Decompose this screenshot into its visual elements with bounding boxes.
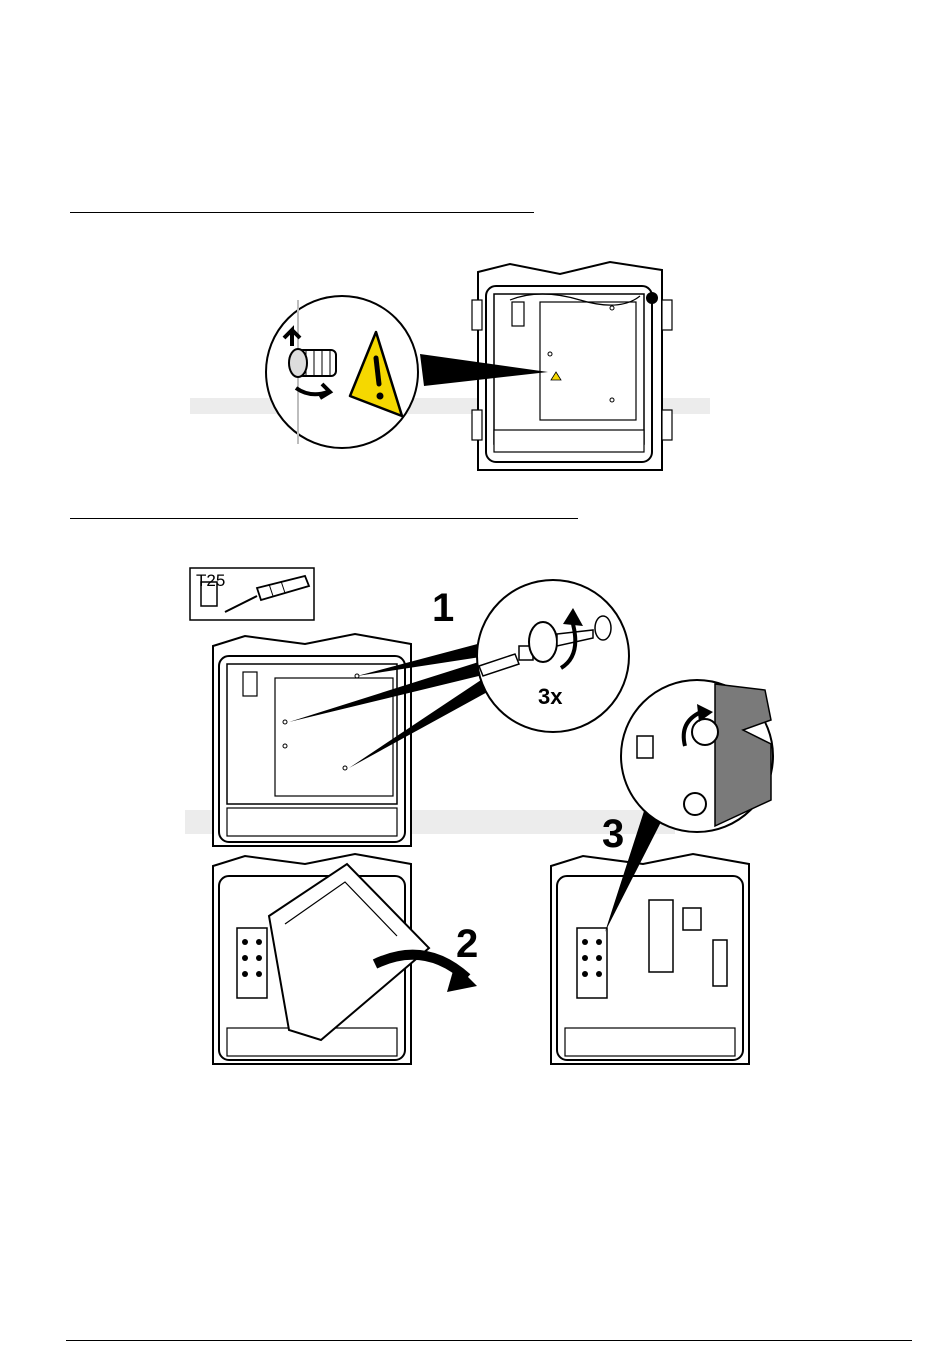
footer-rule: [66, 1340, 912, 1341]
repeat-count-label: 3x: [538, 686, 562, 708]
enclosure-open-icon: [213, 634, 411, 846]
step-number-2: 2: [456, 924, 478, 964]
section-rule-2: [70, 518, 578, 519]
enclosure-open-icon: [551, 854, 749, 1064]
step-number-1: 1: [432, 588, 454, 628]
figure-2-cover-removal: [185, 560, 785, 1070]
thumb-screw-icon: [621, 680, 773, 832]
figure-1-enclosure-warning: [180, 260, 720, 480]
screw-removal-icon: [477, 580, 629, 732]
section-rule-1: [70, 212, 534, 213]
step-number-3: 3: [602, 814, 624, 854]
magnifier-callout-icon: [266, 296, 418, 448]
tool-label: T25: [196, 572, 225, 589]
